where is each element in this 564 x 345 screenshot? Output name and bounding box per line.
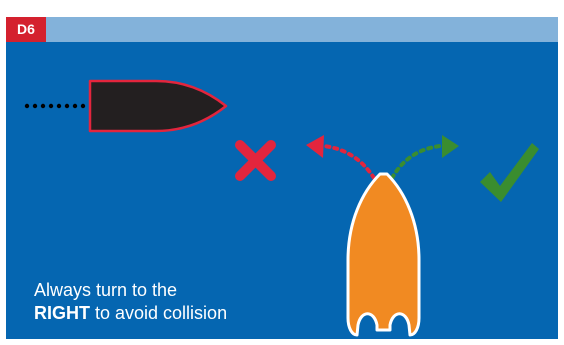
crossing-boat <box>90 81 226 131</box>
diagram-id-badge: D6 <box>6 17 46 42</box>
wake-dots <box>25 104 85 108</box>
instruction-caption: Always turn to the RIGHT to avoid collis… <box>34 279 227 325</box>
left-turn-arrow <box>306 135 374 178</box>
cross-icon <box>240 145 271 176</box>
own-boat <box>348 174 419 335</box>
caption-line-1: Always turn to the <box>34 279 227 302</box>
header-bar <box>6 17 558 42</box>
caption-line-2: RIGHT to avoid collision <box>34 302 227 325</box>
caption-emphasis: RIGHT <box>34 303 90 323</box>
check-icon <box>480 143 539 202</box>
scene-panel: Always turn to the RIGHT to avoid collis… <box>6 42 558 339</box>
right-turn-arrow <box>392 135 459 178</box>
caption-line-2-rest: to avoid collision <box>90 303 227 323</box>
